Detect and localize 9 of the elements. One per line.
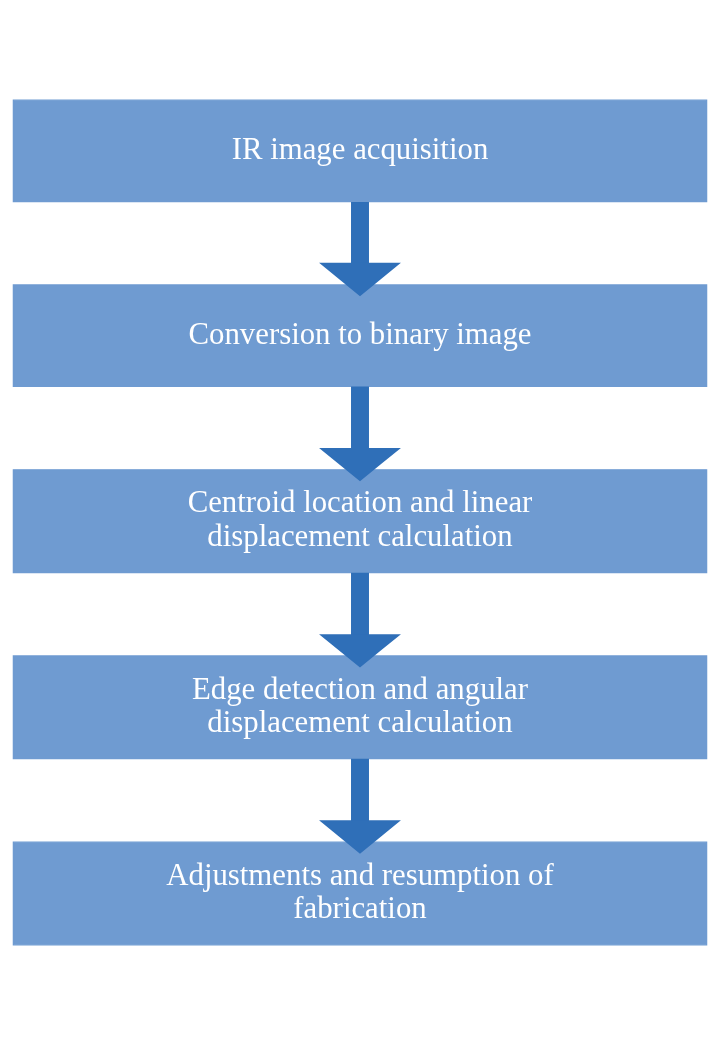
node-box: Edge detection and angular displacement calculation xyxy=(12,654,708,759)
node-box: IR image acquisition xyxy=(12,99,708,202)
node-box: Conversion to binary image xyxy=(12,283,708,387)
arrow xyxy=(319,386,401,481)
arrow xyxy=(319,201,401,296)
node-box: Centroid location and linear displacement calculation xyxy=(12,468,708,573)
arrow xyxy=(319,758,401,854)
arrow xyxy=(319,572,401,668)
node-box: Adjustments and resumption of fabrication xyxy=(12,841,708,945)
